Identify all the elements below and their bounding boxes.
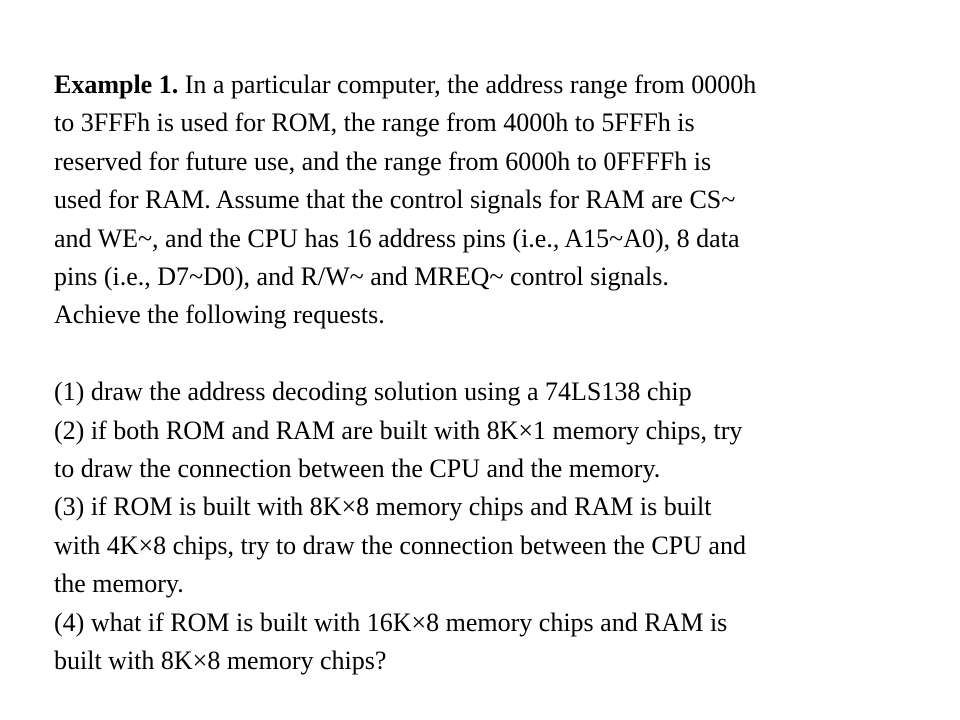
intro-line-2: to 3FFFh is used for ROM, the range from… xyxy=(54,108,695,138)
slide-body: Example 1. In a particular computer, the… xyxy=(54,66,924,680)
intro-line-3: reserved for future use, and the range f… xyxy=(54,146,712,176)
example-heading: Example 1. xyxy=(54,70,179,99)
intro-line-4: used for RAM. Assume that the control si… xyxy=(54,185,736,215)
intro-line-5: and WE~, and the CPU has 16 address pins… xyxy=(54,223,740,253)
intro-text-1: In a particular computer, the address ra… xyxy=(184,70,757,99)
task-line-1: (1) draw the address decoding solution u… xyxy=(54,377,692,407)
intro-line-1: Example 1. In a particular computer, the… xyxy=(54,66,924,104)
intro-line-7: Achieve the following requests. xyxy=(54,300,385,330)
task-line-8: built with 8K×8 memory chips? xyxy=(54,646,387,676)
task-line-7: (4) what if ROM is built with 16K×8 memo… xyxy=(54,607,728,637)
task-line-4: (3) if ROM is built with 8K×8 memory chi… xyxy=(54,492,712,522)
paragraph-spacer xyxy=(54,335,924,373)
intro-line-6: pins (i.e., D7~D0), and R/W~ and MREQ~ c… xyxy=(54,262,669,292)
task-line-6: the memory. xyxy=(54,569,184,599)
task-line-5: with 4K×8 chips, try to draw the connect… xyxy=(54,530,746,560)
task-line-2: (2) if both ROM and RAM are built with 8… xyxy=(54,415,743,445)
task-line-3: to draw the connection between the CPU a… xyxy=(54,454,661,484)
